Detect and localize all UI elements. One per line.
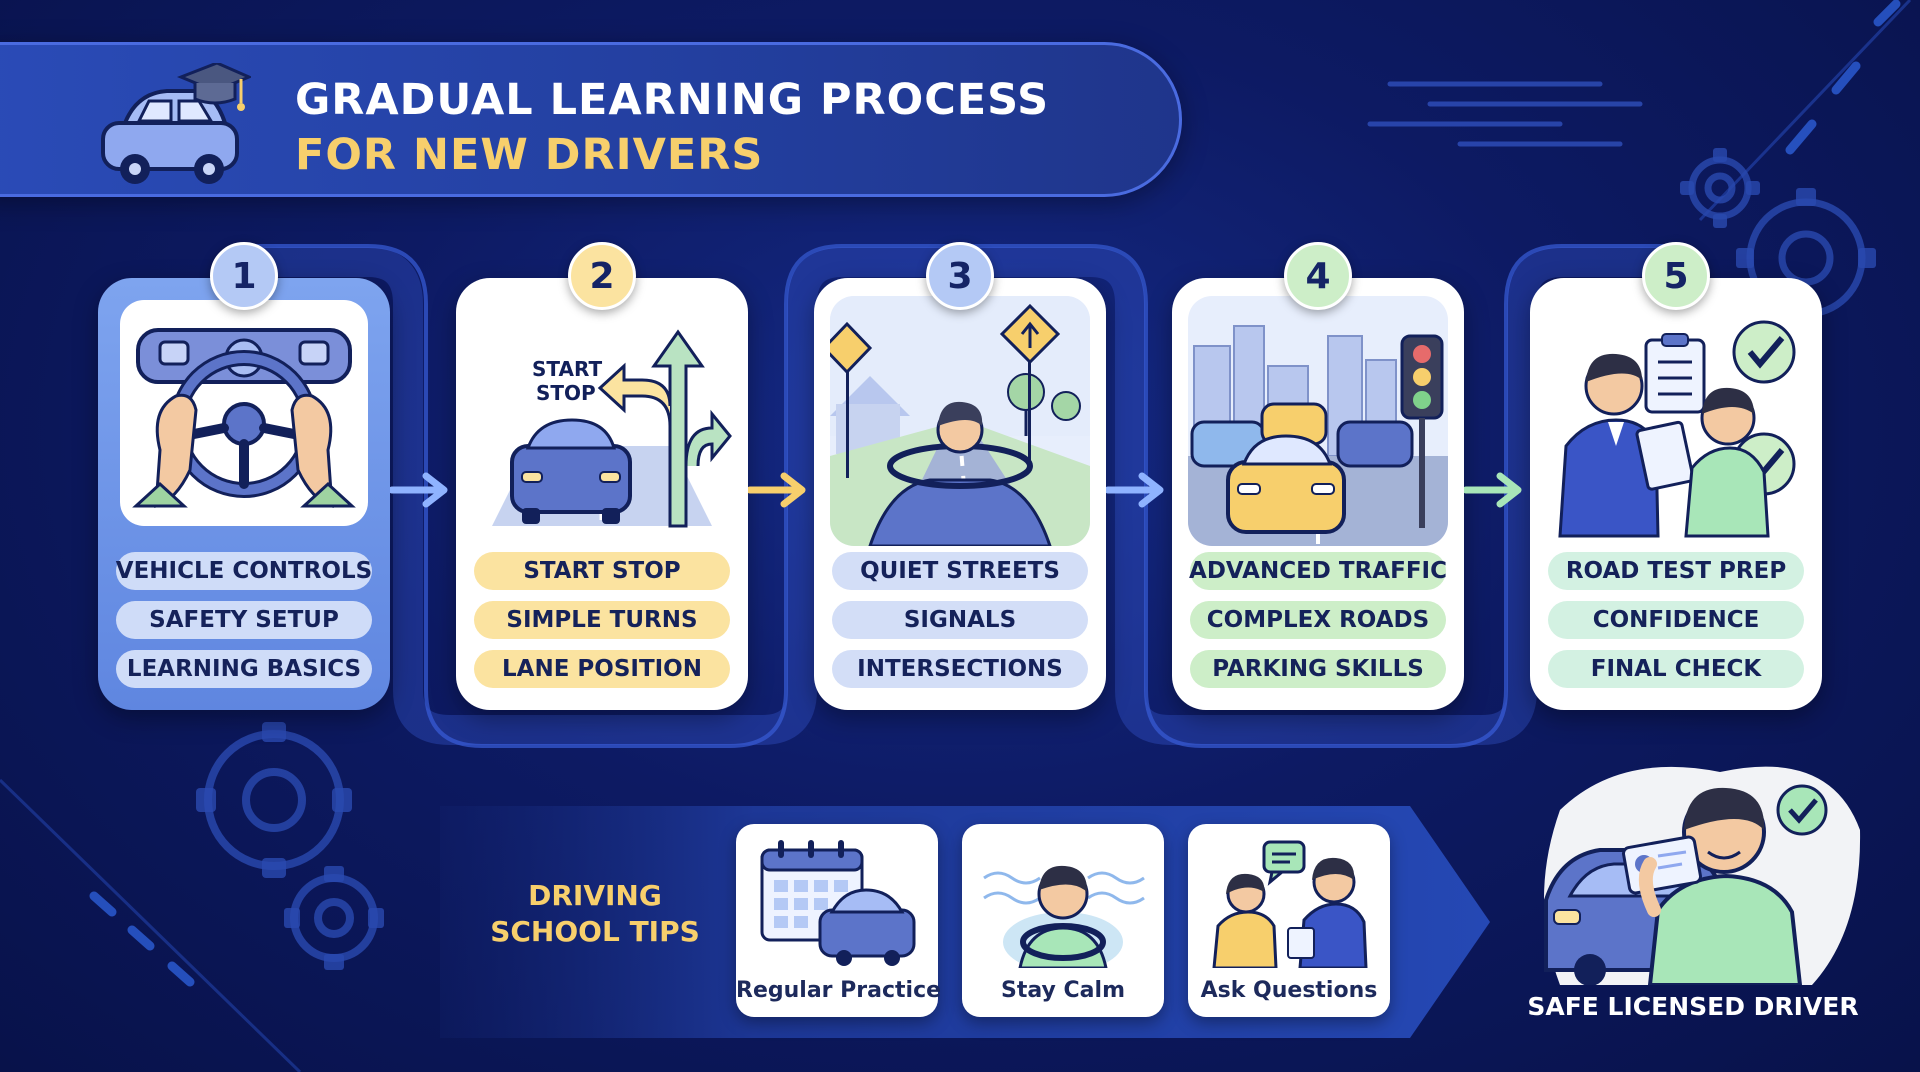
calendar-car-icon [760, 840, 916, 966]
step-number-1: 1 [210, 242, 278, 310]
step-illustration: START STOP [472, 296, 732, 546]
title-line-1: GRADUAL LEARNING PROCESS [295, 75, 1050, 125]
header-banner: GRADUAL LEARNING PROCESS FOR NEW DRIVERS [0, 42, 1182, 197]
tip-label-stay-calm: Stay Calm [1001, 978, 1125, 1003]
step-4-item-2: COMPLEX ROADS [1190, 601, 1446, 639]
steering-wheel-hands-icon [132, 328, 356, 509]
step-1-item-2: SAFETY SETUP [116, 601, 372, 639]
step-card-4: ADVANCED TRAFFIC COMPLEX ROADS PARKING S… [1172, 278, 1464, 710]
step-3-item-1: QUIET STREETS [832, 552, 1088, 590]
step-4-item-3: PARKING SKILLS [1190, 650, 1446, 688]
car-turn-arrows-icon: START STOP [492, 329, 732, 528]
step-1-item-3: LEARNING BASICS [116, 650, 372, 688]
city-traffic-light-icon [1188, 325, 1448, 546]
step-card-3: QUIET STREETS SIGNALS INTERSECTIONS [814, 278, 1106, 710]
car-graduation-cap-icon [101, 63, 251, 184]
step-1-item-1: VEHICLE CONTROLS [116, 552, 372, 590]
step-card-1: VEHICLE CONTROLS SAFETY SETUP LEARNING B… [98, 278, 390, 710]
tip-card-ask-questions: Ask Questions [1188, 824, 1390, 1017]
step-5-item-3: FINAL CHECK [1548, 650, 1804, 688]
illustration-start-text: START [532, 357, 602, 381]
title-line-2: FOR NEW DRIVERS [295, 130, 764, 180]
step-3-item-3: INTERSECTIONS [832, 650, 1088, 688]
arrow-right-icon [1106, 472, 1164, 508]
arrow-right-icon [390, 472, 448, 508]
step-illustration [830, 296, 1090, 546]
examiner-checklist-icon [1558, 320, 1796, 538]
illustration-stop-text: STOP [536, 381, 596, 405]
step-card-2: START STOP START STOP SIMPLE TURNS LANE … [456, 278, 748, 710]
step-illustration [1546, 296, 1806, 546]
step-card-5: ROAD TEST PREP CONFIDENCE FINAL CHECK [1530, 278, 1822, 710]
tip-card-stay-calm: Stay Calm [962, 824, 1164, 1017]
step-illustration [120, 300, 368, 526]
student-instructor-icon [1212, 840, 1368, 968]
step-2-item-2: SIMPLE TURNS [474, 601, 730, 639]
calm-driver-icon [983, 865, 1145, 968]
step-number-3: 3 [926, 242, 994, 310]
step-2-item-3: LANE POSITION [474, 650, 730, 688]
final-label: SAFE LICENSED DRIVER [1527, 992, 1859, 1021]
licensed-driver-icon [1544, 784, 1828, 985]
step-2-item-1: START STOP [474, 552, 730, 590]
step-illustration [1188, 296, 1448, 546]
step-5-item-2: CONFIDENCE [1548, 601, 1804, 639]
step-number-4: 4 [1284, 242, 1352, 310]
step-number-2: 2 [568, 242, 636, 310]
arrow-right-icon [1464, 472, 1522, 508]
step-4-item-1: ADVANCED TRAFFIC [1189, 552, 1447, 590]
tip-label-ask-questions: Ask Questions [1200, 978, 1378, 1003]
step-number-5: 5 [1642, 242, 1710, 310]
step-3-item-2: SIGNALS [832, 601, 1088, 639]
tip-label-regular-practice: Regular Practice [736, 978, 942, 1003]
step-5-item-1: ROAD TEST PREP [1548, 552, 1804, 590]
driver-quiet-street-icon [830, 296, 1090, 546]
tip-card-regular-practice: Regular Practice [736, 824, 942, 1017]
arrow-right-icon [748, 472, 806, 508]
tips-label: DRIVING SCHOOL TIPS [490, 879, 700, 948]
